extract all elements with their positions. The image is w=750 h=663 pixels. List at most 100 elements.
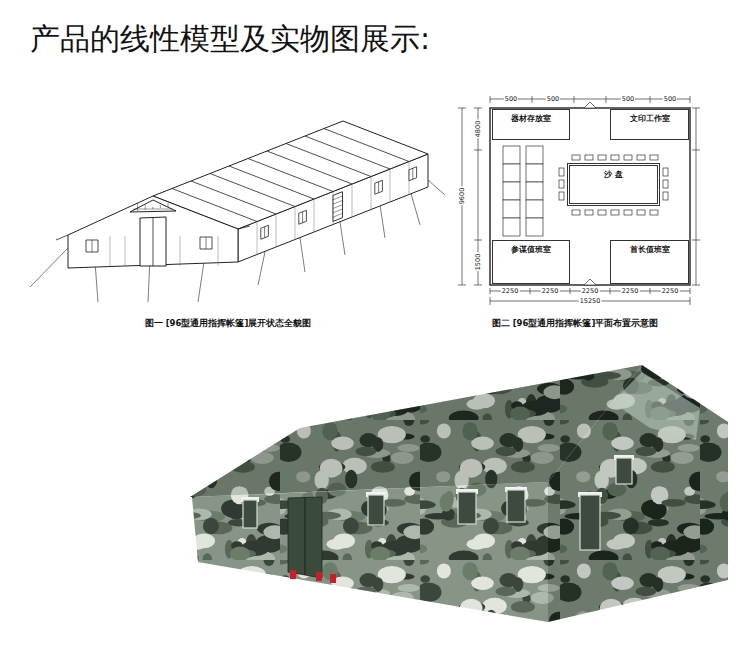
wall-panel-line [371,177,372,210]
dimension-label: 500 [663,96,677,103]
dimension-tick [458,108,466,109]
vent-flap [612,372,700,440]
dimension-label: 1500 [475,253,482,272]
window-pane [458,492,476,524]
room-label: 参谋值班室 [493,241,569,254]
guy-line [380,205,385,238]
chair [637,210,645,215]
window-pane [368,495,384,525]
roof-panel-line [286,144,371,177]
eave-overhang [56,235,68,240]
tent-long-wall [192,482,548,622]
wall-panel-line [257,222,258,255]
chair [663,168,668,176]
front-panel-line [218,236,219,266]
sand-table-box: 沙 盘 [567,163,660,206]
dimension-tick [692,108,700,109]
chair [624,210,632,215]
mesh-line [168,203,169,207]
dimension-line [696,108,697,285]
dimension-label: 15250 [579,298,602,305]
tent-window [261,225,269,239]
wall-panel-line [276,214,277,247]
roof-panel-line [248,159,333,192]
dimension-tick [690,297,691,305]
chair [572,210,580,215]
bunk-bed [503,164,520,182]
door-hatch [333,209,343,213]
wall-panel-line [295,207,296,240]
window-pane [616,458,632,484]
dimension-label: 500 [504,96,518,103]
dimension-label: 2250 [621,288,640,295]
chair [650,210,658,215]
guy-line [300,238,305,272]
roof-panel-line [267,151,352,184]
dimension-tick [610,288,611,294]
bunk-bed [526,182,543,200]
door-hatch [333,196,343,200]
dimension-label: 2250 [501,288,520,295]
front-window [200,237,212,249]
roof-panel-line [210,174,295,207]
front-panel-line [110,236,111,266]
door-hatch [333,213,343,217]
window-bar [264,227,265,238]
door-marker [584,279,596,285]
dimension-tick [692,240,700,241]
window-bar [302,212,303,223]
chair [585,210,593,215]
window-pane [243,500,257,528]
room-label: 文印工作室 [611,110,688,123]
chair [611,210,619,215]
window-pane [507,490,525,522]
page-title: 产品的线性模型及实物图展示: [30,22,430,55]
dimension-line [490,99,690,100]
dimension-tick [650,288,651,294]
room-box: 文印工作室 [610,109,689,140]
roof-panel-line [324,129,409,162]
roof-shade [190,365,642,497]
dimension-tick [530,288,531,294]
figure-caption: 图一 [96型通用指挥帐篷]展开状态全貌图 [144,319,313,328]
front-door [140,217,166,266]
front-mesh-vent [130,200,176,212]
window-bar [378,182,379,193]
chair [598,210,606,215]
dimension-label: 4800 [475,120,482,139]
dimension-tick [490,288,491,294]
bunk-bed [503,218,520,236]
tent-front-gable [68,196,238,268]
tent-window [409,167,417,181]
dimension-tick [474,108,482,109]
roof-panel-line [305,136,390,169]
chair [572,155,580,160]
red-fitting [316,572,322,581]
tent-door [288,497,322,578]
dimension-tick [474,285,482,286]
chair [624,155,632,160]
dimension-label: 2250 [581,288,600,295]
window-bar [412,168,413,179]
dimension-tick [574,96,575,103]
bunk-bed [526,218,543,236]
mesh-line [160,205,161,208]
mesh-line [152,207,153,209]
guy-line [340,222,345,255]
wall-light [192,482,548,622]
roof-panel-line [191,181,276,214]
chair [598,155,606,160]
chair [585,155,593,160]
wall-panel-line [352,184,353,217]
room-box: 参谋值班室 [492,240,570,284]
guy-line [428,180,445,195]
bunk-bed [526,146,543,164]
figure-caption: 图二 [96型通用指挥帐篷]平面布置示意图 [491,319,660,328]
dimension-label: 500 [546,96,560,103]
dimension-tick [532,96,533,103]
eave-overhang [238,226,250,229]
mesh-line [137,203,138,211]
wall-panel-line [390,169,391,202]
chair [663,180,668,188]
